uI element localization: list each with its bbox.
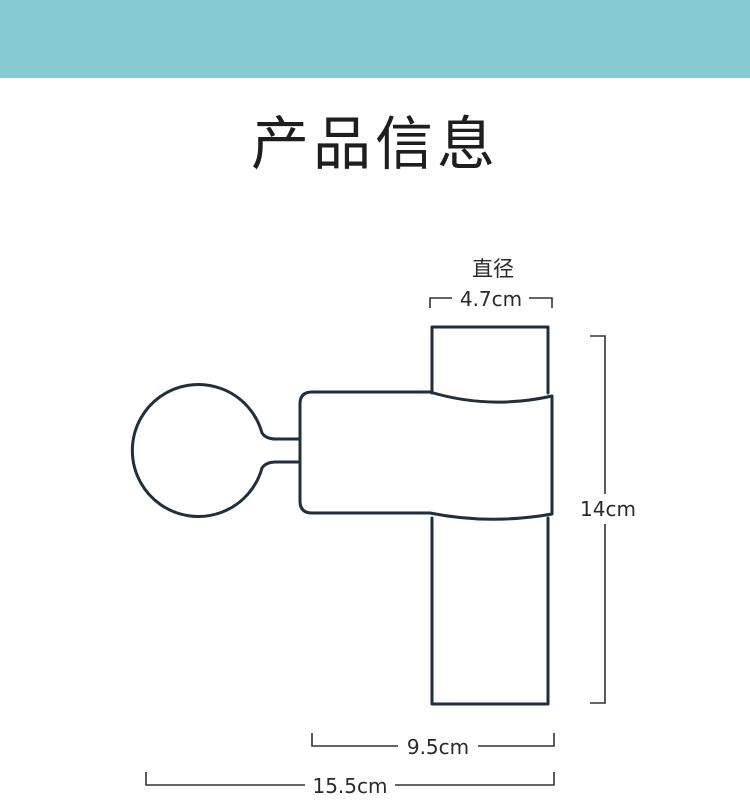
total-length-label: 15.5cm (312, 774, 387, 798)
header-band (0, 0, 750, 78)
massage-ball-head (130, 383, 302, 518)
diameter-dimension-line (429, 297, 553, 308)
height-dimension-line (590, 335, 606, 704)
page-title: 产品信息 (250, 110, 499, 178)
height-label: 14cm (580, 497, 636, 521)
gun-body (298, 390, 554, 521)
total-length-dimension-line (145, 772, 555, 786)
diameter-caption: 直径 (472, 257, 514, 281)
handle-lower-part (430, 516, 550, 706)
massage-gun-outline (130, 325, 554, 706)
head-width-dimension-line (311, 733, 555, 747)
dimension-lines (145, 297, 606, 786)
head-width-label: 9.5cm (407, 735, 469, 759)
diameter-label: 4.7cm (460, 287, 522, 311)
handle-upper-part (430, 325, 550, 395)
